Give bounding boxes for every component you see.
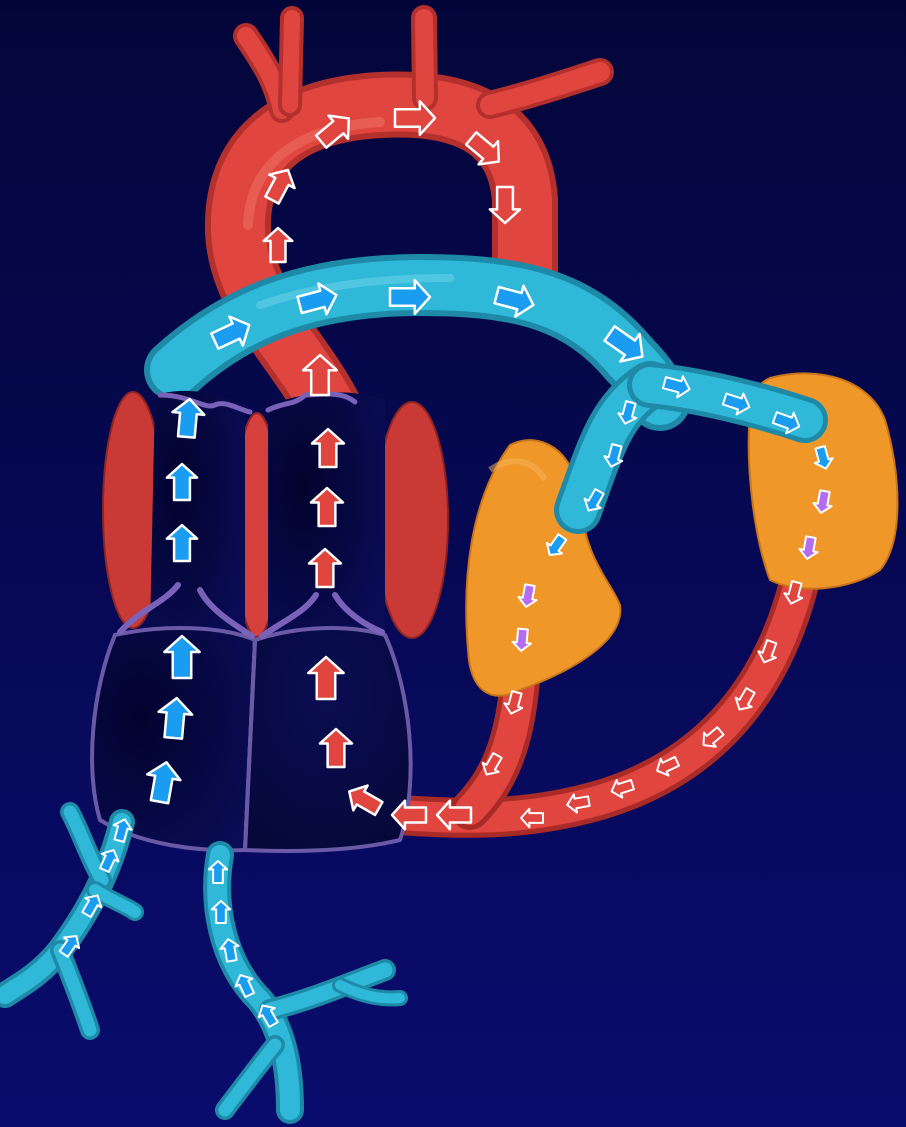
left-atrium-wall: [376, 402, 448, 638]
